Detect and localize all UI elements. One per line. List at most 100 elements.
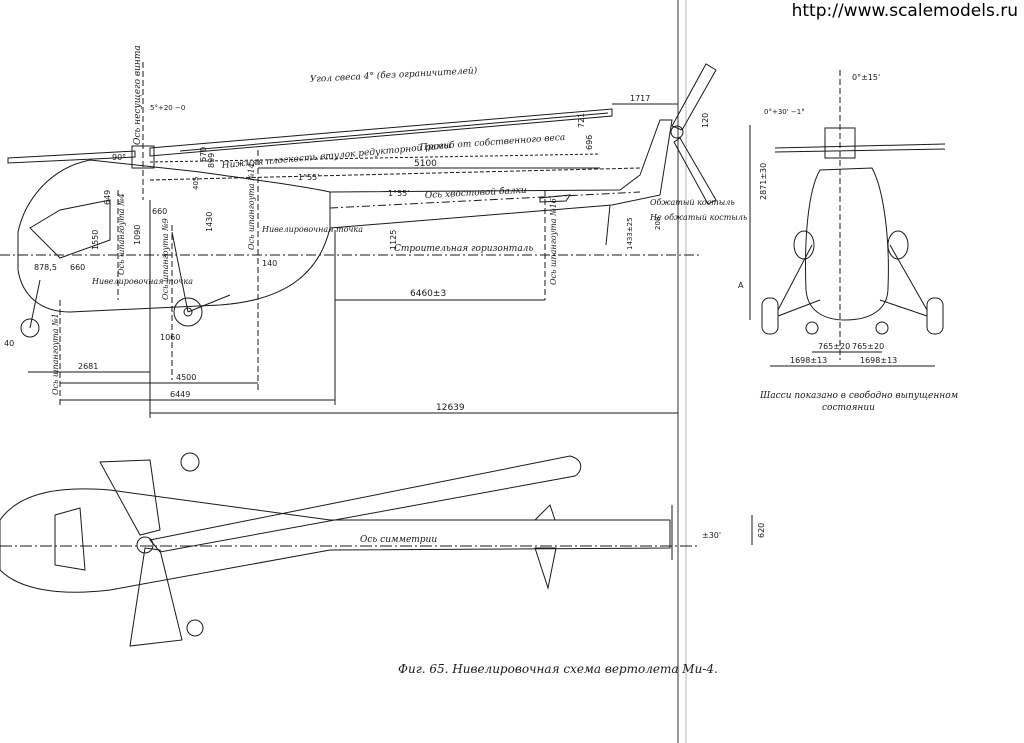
- dim-696: 696: [585, 135, 594, 150]
- droop-angle-label: Угол свеса 4° (без ограничителей): [310, 65, 478, 85]
- top-wheel-up: [180, 452, 200, 472]
- side-view: Ось несущего винта 5°+20 −0 Угол свеса 4…: [0, 45, 751, 418]
- frame4-label: Ось шпангоута №4: [117, 193, 126, 275]
- dim-1430: 1430: [205, 212, 214, 232]
- left-engine-cowl: [793, 230, 815, 260]
- unloaded-skid-label: Не обжатый костыль: [649, 213, 747, 222]
- left-gear-brace: [777, 299, 821, 317]
- front-rotor-blade-2: [774, 148, 946, 153]
- top-rotor-hub: [136, 536, 154, 554]
- hub-plane-line: [149, 167, 641, 181]
- main-wheel-hub: [183, 307, 193, 317]
- blade-sag-line: [149, 153, 601, 163]
- right-gear-brace: [879, 299, 928, 317]
- main-rotor-blade-front: [7, 150, 136, 164]
- right-wheel: [926, 297, 944, 335]
- dim-6460: 6460±3: [410, 289, 446, 299]
- tail-boom-axis-line: [329, 191, 641, 209]
- front-nose-wheel-l: [805, 321, 819, 335]
- symmetry-axis-label: Ось симметрии: [360, 535, 437, 545]
- dim-899: 899: [207, 153, 216, 168]
- tail-rotor-blade-down: [673, 137, 717, 205]
- dim-660b: 660: [70, 263, 85, 272]
- dim-208: 208: [654, 217, 662, 230]
- tail-boom: [329, 119, 673, 229]
- tail-rotor-blade-up: [671, 63, 717, 131]
- chassis-note-line2: состоянии: [822, 403, 875, 413]
- top-dim-620-label: 620: [757, 523, 766, 538]
- dim-12639: 12639: [436, 403, 465, 413]
- tail-rotor-hub: [670, 125, 684, 139]
- construction-horizontal-label: Строительная горизонталь: [394, 244, 533, 254]
- dim-1090: 1090: [133, 225, 142, 245]
- blade-sag-label: Прогиб от собственного веса: [418, 132, 565, 153]
- figure-caption: Фиг. 65. Нивелировочная схема вертолета …: [398, 662, 718, 676]
- dim-1717: 1717: [630, 94, 650, 103]
- frame1-label: Ось шпангоута №1: [51, 313, 60, 395]
- front-dim-765b: 765±20: [852, 342, 884, 351]
- top-fin-upper: [533, 504, 556, 521]
- loaded-skid-label: Обжатый костыль: [650, 198, 735, 207]
- main-rotor-blade-rear-line: [179, 112, 609, 152]
- level-point-1-label: Нивелировочная точка: [91, 277, 193, 286]
- fuselage-outline: [17, 159, 331, 313]
- dim-5100: 5100: [414, 159, 437, 169]
- dim-1433: 1433±25: [626, 217, 634, 250]
- level-point-2-label: Нивелировочная точка: [261, 225, 363, 234]
- front-view: 0°±15' 0°+30' −1° 2871±30 A 765±20 765±2…: [738, 70, 958, 413]
- left-gear-strut: [777, 244, 813, 311]
- top-fin-lower: [534, 547, 557, 590]
- nose-gear-strut: [29, 279, 41, 329]
- dim-6449: 6449: [170, 390, 190, 399]
- front-dim-765a: 765±20: [818, 342, 850, 351]
- top-cockpit: [54, 507, 86, 571]
- nose-wheel: [20, 318, 40, 338]
- top-wheel-down: [186, 619, 204, 637]
- main-gear-strut: [171, 231, 189, 313]
- main-rotor-axis-label: Ось несущего винта: [133, 45, 143, 145]
- main-gear-brace: [187, 294, 231, 313]
- dim-2681: 2681: [78, 362, 98, 371]
- rotor-hub: [131, 145, 155, 169]
- front-dim-1698b: 1698±13: [860, 356, 897, 365]
- dim-660: 660: [152, 207, 167, 216]
- dim-1550: 1550: [91, 230, 100, 250]
- frame9-label: Ось шпангоута №9: [161, 218, 170, 300]
- tail-boom-axis-label: Ось хвостовой балки: [425, 185, 528, 201]
- front-a-mark: A: [738, 281, 744, 290]
- front-dim-1698a: 1698±13: [790, 356, 827, 365]
- main-rotor-blade-rear: [149, 108, 613, 157]
- top-fuselage: [0, 488, 671, 593]
- top-rotor-blade-long: [149, 455, 582, 553]
- front-angle-15: 0°±15': [852, 73, 880, 82]
- main-wheel: [173, 297, 203, 327]
- dim-40: 40: [4, 339, 14, 348]
- dim-649: 649: [103, 190, 112, 205]
- dim-8785: 878,5: [34, 263, 57, 272]
- front-dim-2871: 2871±30: [759, 163, 768, 200]
- dim-155b: 1°55': [388, 189, 409, 198]
- cockpit-glazing: [29, 199, 111, 259]
- right-engine-cowl: [887, 230, 909, 260]
- top-dim-30: ±30': [702, 531, 721, 540]
- watermark-url[interactable]: http://www.scalemodels.ru: [785, 0, 1024, 22]
- top-rotor-blade-down: [129, 547, 183, 647]
- dim-1060: 1060: [160, 333, 180, 342]
- frame16-label: Ось шпангоута №16: [549, 198, 558, 285]
- front-fuselage: [805, 167, 889, 321]
- dim-120: 120: [701, 113, 710, 128]
- tilt-angle-label: 5°+20 −0: [150, 104, 185, 112]
- frame14-label: Ось шпангоута №14: [247, 163, 256, 250]
- dim-1125: 1125: [389, 230, 398, 250]
- dim-721: 721: [577, 113, 586, 128]
- front-rotor-blade: [774, 143, 946, 149]
- front-rotor-head: [824, 127, 856, 159]
- chassis-note-line1: Шасси показано в свободно выпущенном: [759, 390, 958, 401]
- dim-670: 670: [199, 147, 208, 162]
- dim-140: 140: [262, 259, 277, 268]
- dim-155a: 1°55': [298, 173, 319, 182]
- top-rotor-blade-up: [99, 459, 161, 536]
- dim-405: 405: [192, 177, 200, 190]
- front-nose-wheel-r: [875, 321, 889, 335]
